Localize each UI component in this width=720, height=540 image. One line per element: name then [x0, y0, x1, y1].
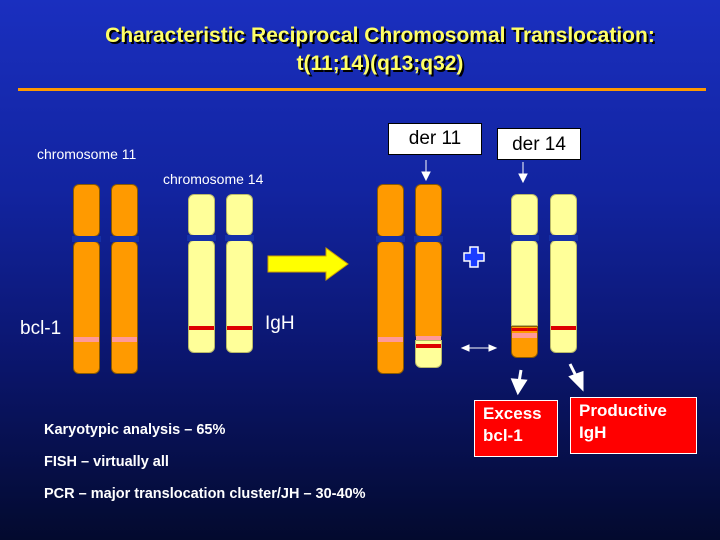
igh-band	[512, 328, 537, 331]
bcl1-band	[512, 333, 537, 338]
excess-line-2: bcl-1	[483, 426, 523, 445]
chromosome-11-right-p-arm	[111, 184, 138, 237]
stat-fish: FISH – virtually all	[44, 454, 169, 470]
igh-band	[189, 326, 214, 330]
chromosome-14-normal-q-arm	[550, 240, 577, 353]
chromosome-14-left-q-arm	[188, 240, 215, 353]
der11-q-arm-chr14-segment	[415, 340, 442, 368]
bcl1-band	[416, 336, 441, 341]
der11-q-arm-chr11	[415, 241, 442, 341]
centromere-marks	[72, 235, 578, 242]
igh-label: IgH	[265, 313, 295, 334]
excess-bcl1-box: Excess bcl-1	[474, 400, 558, 457]
igh-band	[416, 344, 441, 348]
chromosome-14-left-p-arm	[188, 194, 215, 236]
translocation-arrow-icon	[267, 247, 349, 281]
bcl1-band	[74, 337, 99, 342]
bcl1-band	[112, 337, 137, 342]
chromosome-11-normal-q-arm	[377, 241, 404, 374]
title-line-1: Characteristic Reciprocal Chromosomal Tr…	[105, 24, 655, 47]
der14-label: der 14	[512, 134, 566, 155]
productive-igh-box: Productive IgH	[570, 397, 697, 454]
productive-line-1: Productive	[579, 401, 667, 420]
igh-band	[227, 326, 252, 330]
stat-pcr: PCR – major translocation cluster/JH – 3…	[44, 486, 366, 502]
der14-q-arm-chr11-segment	[511, 326, 538, 358]
chromosome-14-label: chromosome 14	[163, 171, 264, 187]
der11-label-box: der 11	[388, 123, 482, 155]
title-divider	[18, 88, 706, 91]
bcl1-band	[378, 337, 403, 342]
productive-line-2: IgH	[579, 423, 607, 442]
igh-band	[551, 326, 576, 330]
title-line-2: t(11;14)(q13;q32)	[296, 52, 464, 75]
der14-label-box: der 14	[497, 128, 581, 160]
der14-q-arm-chr14	[511, 240, 538, 326]
chromosome-14-normal-p-arm	[550, 194, 577, 236]
bcl1-label: bcl-1	[20, 318, 62, 339]
chromosome-11-left-q-arm	[73, 241, 100, 374]
slide-title: Characteristic Reciprocal Chromosomal Tr…	[0, 22, 720, 78]
chromosome-14-right-q-arm	[226, 240, 253, 353]
chromosome-14-right-p-arm	[226, 194, 253, 236]
chromosome-11-normal-p-arm	[377, 184, 404, 237]
exchange-double-arrow-icon	[460, 344, 498, 352]
stat-karyotypic: Karyotypic analysis – 65%	[44, 422, 226, 438]
der14-p-arm	[511, 194, 538, 236]
der11-label: der 11	[408, 128, 462, 149]
cross-icon	[463, 246, 485, 268]
excess-line-1: Excess	[483, 404, 542, 423]
chromosome-11-label: chromosome 11	[37, 146, 137, 162]
